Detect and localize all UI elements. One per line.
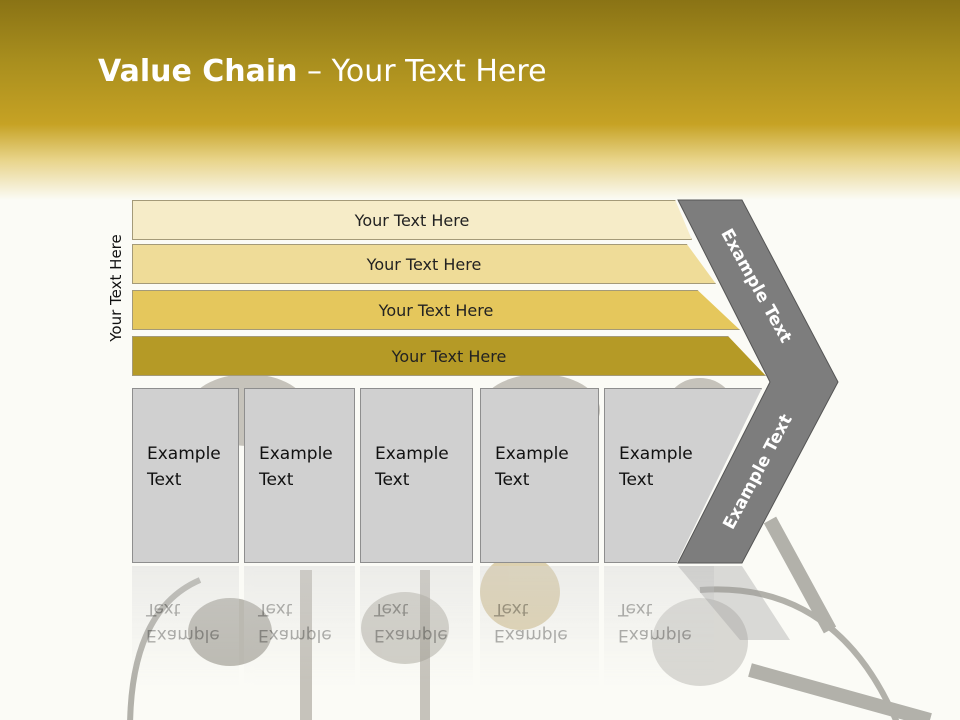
column-3-line1: Example bbox=[375, 444, 449, 464]
column-1-reflection-line1: Example bbox=[146, 625, 220, 645]
column-4-reflection-text: Example Text bbox=[494, 596, 568, 648]
column-1-reflection-text: Example Text bbox=[146, 596, 220, 648]
column-4-reflection-line1: Example bbox=[494, 625, 568, 645]
bar-2-label: Your Text Here bbox=[366, 254, 482, 274]
column-5-reflection-line2: Text bbox=[618, 599, 653, 619]
column-3-reflection: Example Text bbox=[360, 566, 473, 686]
column-2-reflection-line2: Text bbox=[258, 599, 293, 619]
column-3-reflection-line2: Text bbox=[374, 599, 409, 619]
side-label: Your Text Here bbox=[107, 234, 125, 342]
column-1-reflection-line2: Text bbox=[146, 599, 181, 619]
column-3-line2: Text bbox=[375, 470, 410, 490]
column-4-reflection-line2: Text bbox=[494, 599, 529, 619]
bar-1: Your Text Here bbox=[132, 200, 692, 240]
column-2-line2: Text bbox=[259, 470, 294, 490]
column-5-line1: Example bbox=[619, 444, 693, 464]
column-4-reflection: Example Text bbox=[480, 566, 599, 686]
column-1-line2: Text bbox=[147, 470, 182, 490]
column-5-reflection: Example Text bbox=[604, 566, 714, 686]
column-4-line1: Example bbox=[495, 444, 569, 464]
title-bold: Value Chain bbox=[98, 54, 298, 89]
column-4-line2: Text bbox=[495, 470, 530, 490]
column-3-reflection-line1: Example bbox=[374, 625, 448, 645]
bar-3: Your Text Here bbox=[132, 290, 740, 330]
column-5-line2: Text bbox=[619, 470, 654, 490]
column-2-line1: Example bbox=[259, 444, 333, 464]
header-band bbox=[0, 0, 960, 200]
bar-1-label: Your Text Here bbox=[354, 210, 470, 230]
column-1-reflection: Example Text bbox=[132, 566, 239, 686]
column-3-reflection-text: Example Text bbox=[374, 596, 448, 648]
bar-3-label: Your Text Here bbox=[378, 300, 494, 320]
column-2-reflection-text: Example Text bbox=[258, 596, 332, 648]
bar-4-label: Your Text Here bbox=[391, 346, 507, 366]
column-5-reflection-line1: Example bbox=[618, 625, 692, 645]
page-title: Value Chain – Your Text Here bbox=[98, 54, 547, 89]
title-rest: – Your Text Here bbox=[297, 54, 547, 89]
bar-4: Your Text Here bbox=[132, 336, 766, 376]
column-2-reflection: Example Text bbox=[244, 566, 355, 686]
column-5-reflection-text: Example Text bbox=[618, 596, 692, 648]
column-1-line1: Example bbox=[147, 444, 221, 464]
column-2-reflection-line1: Example bbox=[258, 625, 332, 645]
bar-2: Your Text Here bbox=[132, 244, 716, 284]
